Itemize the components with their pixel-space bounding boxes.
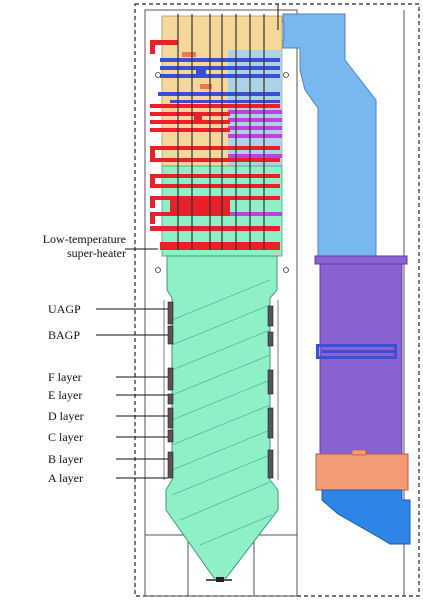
label-a-layer: A layer: [48, 471, 83, 485]
air-preheater-tab: [351, 449, 367, 456]
label-c-layer: C layer: [48, 430, 83, 444]
label-b-layer: B layer: [48, 452, 83, 466]
burner-ports-right: [267, 305, 274, 479]
furnace-wall-lines: [163, 300, 279, 480]
level-markers: [155, 72, 289, 273]
label-d-layer: D layer: [48, 409, 84, 423]
furnace-body: [165, 255, 279, 579]
air-preheater: [315, 453, 409, 491]
red-heater-tubes: [150, 40, 280, 250]
label-low-temp-line1: Low-temperature: [42, 232, 126, 246]
column-cap: [314, 255, 408, 265]
blue-heater-tubes: [158, 58, 280, 103]
purple-heater-tubes: [228, 110, 282, 216]
label-low-temp-line2: super-heater: [66, 246, 126, 260]
tube-connectors: [182, 52, 212, 89]
hanger-tubes: [177, 4, 279, 250]
label-e-layer: E layer: [48, 388, 83, 402]
label-leader-lines: [96, 248, 168, 479]
label-uagp: UAGP: [48, 302, 81, 316]
column-heater-coil: [316, 344, 397, 359]
flue-gas-duct: [282, 13, 377, 259]
hopper-outlet-box: [216, 577, 224, 582]
flue-outlet: [321, 489, 411, 545]
label-f-layer: F layer: [48, 370, 82, 384]
furnace-hatching: [171, 279, 273, 546]
boiler-frame: [144, 9, 298, 597]
burner-ports-left: [167, 301, 174, 479]
label-bagp: BAGP: [48, 328, 81, 342]
